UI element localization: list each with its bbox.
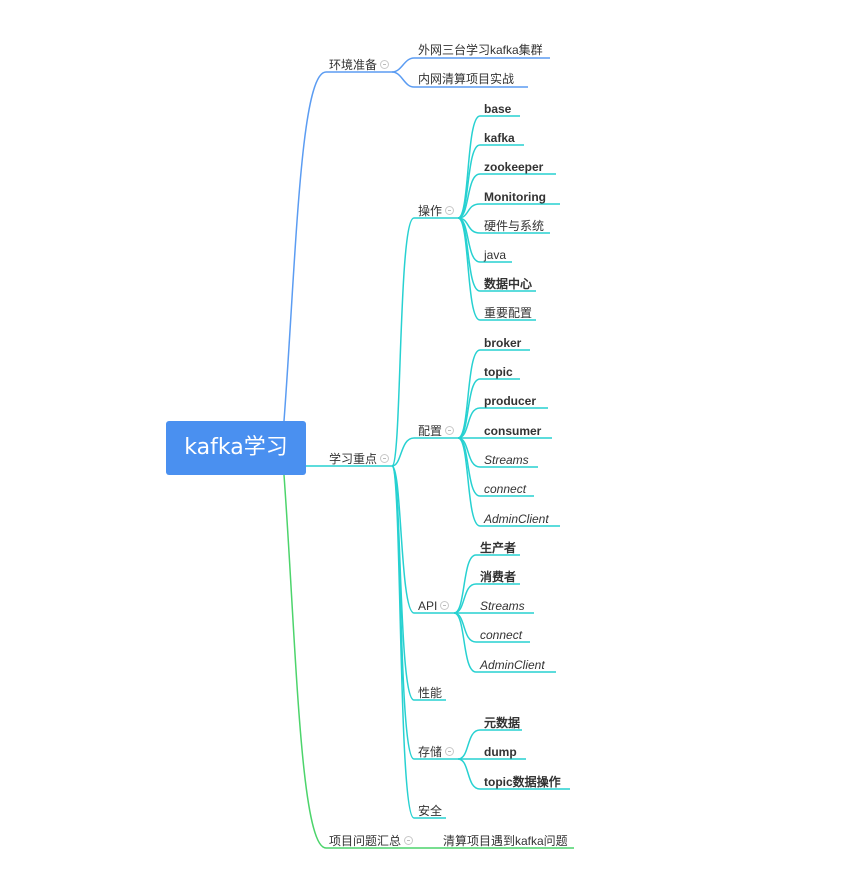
api-item[interactable]: 生产者 — [480, 541, 517, 555]
topic-operations-label: 操作 — [418, 204, 443, 218]
edge-cfg-topic — [457, 378, 520, 439]
edge-env-child-1 — [391, 57, 550, 73]
edge-root-env — [283, 71, 392, 422]
edge-study-ops — [391, 217, 458, 467]
collapse-icon[interactable] — [380, 454, 390, 464]
edge-ops-base — [457, 115, 520, 219]
edge-cfg-producer — [457, 407, 548, 439]
branch-environment[interactable]: 环境准备 — [329, 58, 390, 72]
collapse-icon[interactable] — [445, 747, 455, 757]
api-item[interactable]: 消费者 — [480, 570, 517, 584]
edge-cfg-broker — [457, 349, 530, 439]
env-item[interactable]: 外网三台学习kafka集群 — [418, 43, 543, 57]
config-item[interactable]: topic — [484, 365, 513, 379]
branch-issues-label: 项目问题汇总 — [329, 834, 402, 848]
config-item[interactable]: consumer — [484, 424, 542, 438]
edge-ops-monitoring — [457, 203, 560, 219]
topic-performance-label: 性能 — [418, 686, 443, 700]
edge-ops-zookeeper — [457, 173, 556, 219]
api-item[interactable]: AdminClient — [480, 658, 545, 672]
ops-item[interactable]: 硬件与系统 — [484, 219, 545, 233]
topic-storage[interactable]: 存储 — [418, 745, 455, 759]
branch-study-focus-label: 学习重点 — [329, 452, 378, 466]
collapse-icon[interactable] — [440, 601, 450, 611]
topic-security[interactable]: 安全 — [418, 804, 442, 818]
topic-configuration[interactable]: 配置 — [418, 424, 455, 438]
api-item[interactable]: Streams — [480, 599, 525, 613]
edge-api-producer — [453, 554, 520, 614]
edge-ops-kafka — [457, 144, 524, 219]
edge-cfg-adminclient — [457, 437, 560, 527]
topic-storage-label: 存储 — [418, 745, 443, 759]
issues-item[interactable]: 清算项目遇到kafka问题 — [443, 834, 568, 848]
config-item[interactable]: connect — [484, 482, 527, 496]
config-item[interactable]: broker — [484, 336, 522, 350]
edge-study-api — [391, 465, 454, 614]
topic-api-label: API — [418, 599, 438, 613]
ops-item[interactable]: Monitoring — [484, 190, 546, 204]
config-item[interactable]: producer — [484, 394, 537, 408]
ops-item[interactable]: java — [484, 248, 507, 262]
edge-store-meta — [457, 729, 522, 760]
ops-item[interactable]: 重要配置 — [484, 306, 533, 320]
collapse-icon[interactable] — [404, 836, 414, 846]
edge-api-consumer — [453, 583, 520, 614]
edge-study-config — [391, 437, 458, 467]
root-node[interactable]: kafka学习 — [166, 421, 306, 475]
collapse-icon[interactable] — [445, 206, 455, 216]
edge-store-topic — [457, 758, 570, 790]
edge-root-issues — [283, 474, 438, 849]
edge-ops-config — [457, 217, 536, 321]
api-item[interactable]: connect — [480, 628, 523, 642]
topic-api[interactable]: API — [418, 599, 450, 613]
edge-env-child-2 — [391, 71, 528, 88]
config-item[interactable]: Streams — [484, 453, 529, 467]
edge-study-security — [391, 465, 446, 819]
branch-environment-label: 环境准备 — [329, 58, 378, 72]
storage-item[interactable]: topic数据操作 — [484, 775, 561, 789]
storage-item[interactable]: 元数据 — [484, 716, 521, 730]
config-item[interactable]: AdminClient — [484, 512, 549, 526]
collapse-icon[interactable] — [380, 60, 390, 70]
env-item[interactable]: 内网清算项目实战 — [418, 72, 515, 86]
storage-item[interactable]: dump — [484, 745, 517, 759]
ops-item[interactable]: zookeeper — [484, 160, 544, 174]
branch-study-focus[interactable]: 学习重点 — [329, 452, 390, 466]
ops-item[interactable]: kafka — [484, 131, 515, 145]
ops-item[interactable]: 数据中心 — [484, 277, 533, 291]
branch-issues[interactable]: 项目问题汇总 — [329, 834, 414, 848]
ops-item[interactable]: base — [484, 102, 512, 116]
topic-configuration-label: 配置 — [418, 424, 443, 438]
topic-performance[interactable]: 性能 — [418, 686, 442, 700]
edge-api-adminclient — [453, 612, 556, 673]
topic-security-label: 安全 — [418, 804, 443, 818]
collapse-icon[interactable] — [445, 426, 455, 436]
topic-operations[interactable]: 操作 — [418, 204, 455, 218]
